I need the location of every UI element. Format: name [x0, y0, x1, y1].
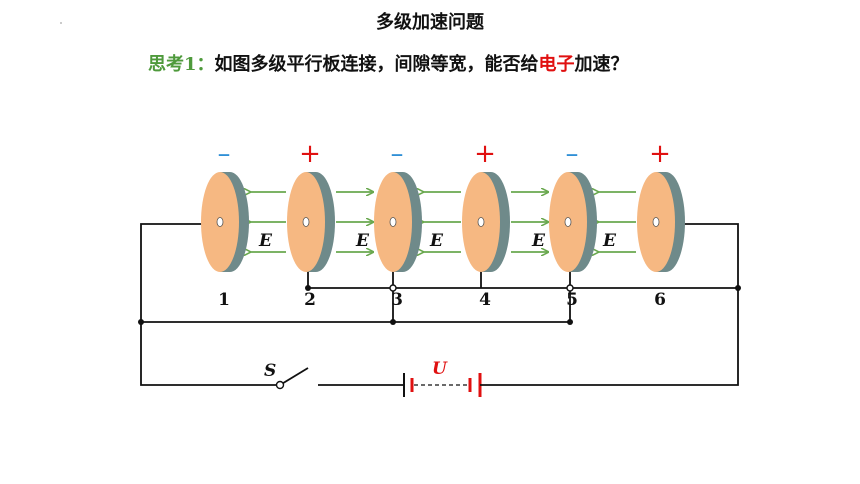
page-title: 多级加速问题 [376, 12, 484, 33]
plate-4: +4 [462, 139, 510, 310]
stray-dot [60, 22, 62, 24]
plate-5: –5 [549, 139, 597, 310]
junction-dot [390, 319, 396, 325]
wire-switch-arm [279, 367, 309, 386]
plate-sign: + [649, 139, 671, 169]
plate-sign: – [566, 139, 579, 169]
plates: –1+2–3+4–5+6 [201, 139, 685, 310]
wire-even-bus [307, 270, 738, 289]
crossing-open [389, 284, 397, 292]
voltage-label: U [432, 359, 448, 379]
junction-dot [138, 319, 144, 325]
wire-plate6-right [482, 223, 739, 386]
plate-sign: + [299, 139, 321, 169]
plate-hole [302, 217, 310, 227]
wire-odd-bus [141, 288, 571, 323]
question-highlight: 电子 [538, 54, 575, 75]
plate-hole [389, 217, 397, 227]
switch-pivot [275, 380, 285, 390]
plate-hole [652, 217, 660, 227]
plate-number: 6 [654, 290, 666, 310]
question-body: 如图多级平行板连接，间隙等宽，能否给 [214, 54, 539, 75]
field-label: E [355, 231, 370, 251]
question-text: 思考1：如图多级平行板连接，间隙等宽，能否给电子加速？ [148, 50, 629, 76]
plate-1: –1 [201, 139, 249, 310]
plate-number: 3 [391, 290, 403, 310]
question-label: 思考1： [148, 54, 215, 75]
plate-hole [216, 217, 224, 227]
battery: U [403, 359, 482, 397]
question-tail: 加速？ [574, 54, 629, 75]
field-label: E [429, 231, 444, 251]
field-label: E [258, 231, 273, 251]
junction-dot [735, 285, 741, 291]
plate-sign: – [218, 139, 231, 169]
plate-sign: – [391, 139, 404, 169]
plate-number: 1 [218, 290, 230, 310]
plate-number: 2 [304, 290, 316, 310]
junctions [138, 284, 741, 325]
plate-number: 4 [479, 290, 491, 310]
field-label: E [602, 231, 617, 251]
plate-2: +2 [287, 139, 335, 310]
crossing-open [566, 284, 574, 292]
plate-3: –3 [374, 139, 422, 310]
wire-plate1-left [140, 223, 280, 386]
plate-hole [564, 217, 572, 227]
switch: S [264, 361, 285, 390]
field-label: E [531, 231, 546, 251]
junction-dot [305, 285, 311, 291]
field-arrows [250, 192, 636, 252]
plate-6: +6 [637, 139, 685, 310]
switch-label: S [264, 361, 276, 381]
junction-dot [567, 319, 573, 325]
plate-hole [477, 217, 485, 227]
plate-number: 5 [566, 290, 578, 310]
plate-sign: + [474, 139, 496, 169]
